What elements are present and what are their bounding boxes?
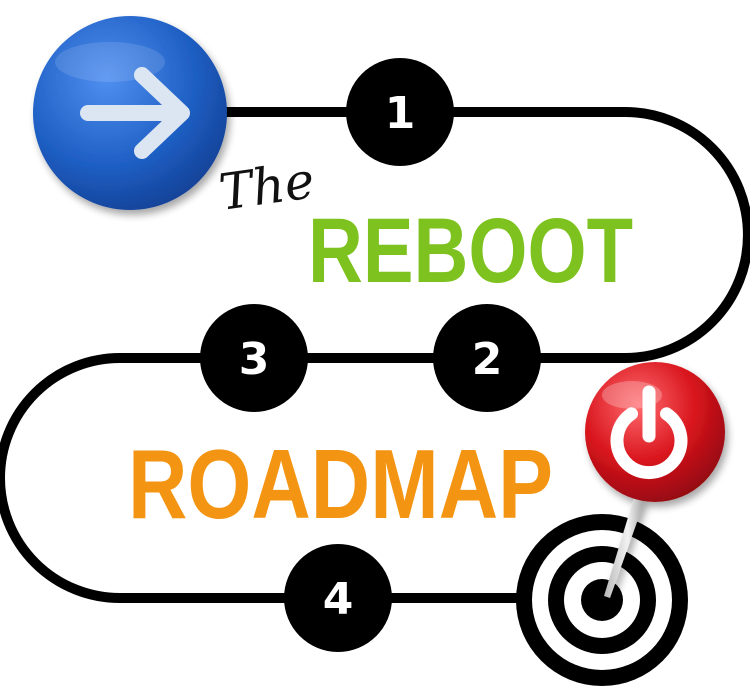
step-3: 3	[200, 304, 308, 412]
step-3-number: 3	[239, 334, 270, 385]
step-2: 2	[433, 304, 541, 412]
step-4-badge	[284, 544, 392, 652]
step-1-number: 1	[385, 88, 416, 139]
title-prefix: The	[216, 151, 318, 222]
roadmap-path	[0, 107, 750, 603]
step-4-number: 4	[323, 574, 354, 625]
step-1-badge	[346, 58, 454, 166]
finish-pin	[585, 362, 725, 604]
step-2-badge	[433, 304, 541, 412]
step-1: 1	[346, 58, 454, 166]
step-3-badge	[200, 304, 308, 412]
title-roadmap: ROADMAP	[128, 429, 553, 539]
arrow-right-icon	[80, 67, 190, 159]
title-reboot: REBOOT	[308, 200, 633, 302]
step-2-number: 2	[472, 334, 503, 385]
power-icon	[610, 385, 688, 480]
step-4: 4	[284, 544, 392, 652]
start-button	[33, 16, 227, 210]
